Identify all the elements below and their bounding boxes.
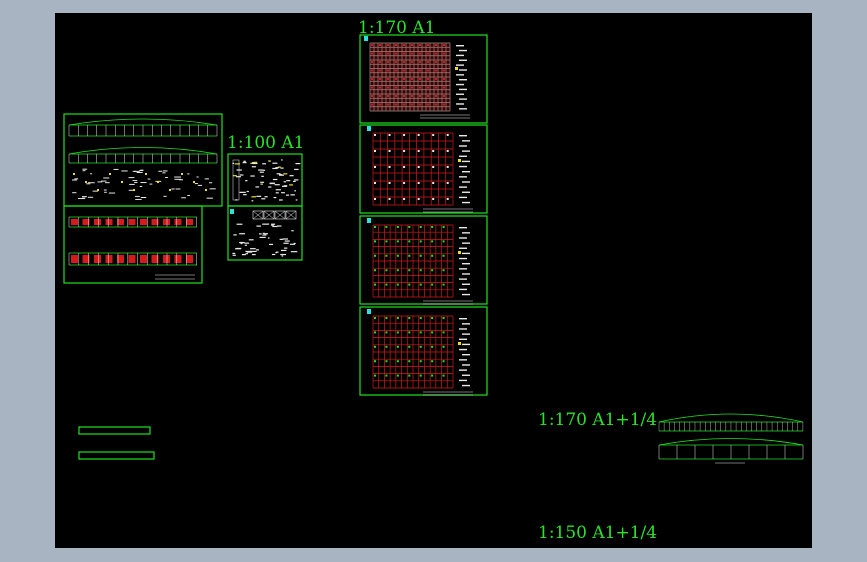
cad-model-space[interactable]: 1:170 A1 1:100 A1 1:170 A1+1/4 1:150 A1+… bbox=[55, 13, 812, 548]
legend-bar-2[interactable] bbox=[78, 451, 155, 460]
legend-bar-1[interactable] bbox=[78, 426, 151, 435]
elevation-sheet-bottom[interactable] bbox=[63, 205, 203, 284]
scale-label-right-lower: 1:150 A1+1/4 bbox=[538, 523, 657, 543]
drawing-viewport[interactable]: 1:170 A1 1:100 A1 1:170 A1+1/4 1:150 A1+… bbox=[55, 13, 812, 548]
truss-sheet[interactable] bbox=[658, 413, 804, 464]
plan-sheet-4[interactable] bbox=[359, 306, 488, 396]
scale-label-right-upper: 1:170 A1+1/4 bbox=[538, 410, 657, 430]
detail-sheet-top[interactable] bbox=[227, 153, 303, 207]
scale-label-top: 1:170 A1 bbox=[358, 18, 436, 38]
plan-sheet-2[interactable] bbox=[359, 124, 488, 214]
scale-label-middle: 1:100 A1 bbox=[227, 133, 305, 153]
detail-sheet-bottom[interactable] bbox=[227, 205, 303, 261]
plan-sheet-1[interactable] bbox=[359, 34, 488, 124]
elevation-sheet-top[interactable] bbox=[63, 113, 223, 207]
plan-sheet-3[interactable] bbox=[359, 215, 488, 305]
